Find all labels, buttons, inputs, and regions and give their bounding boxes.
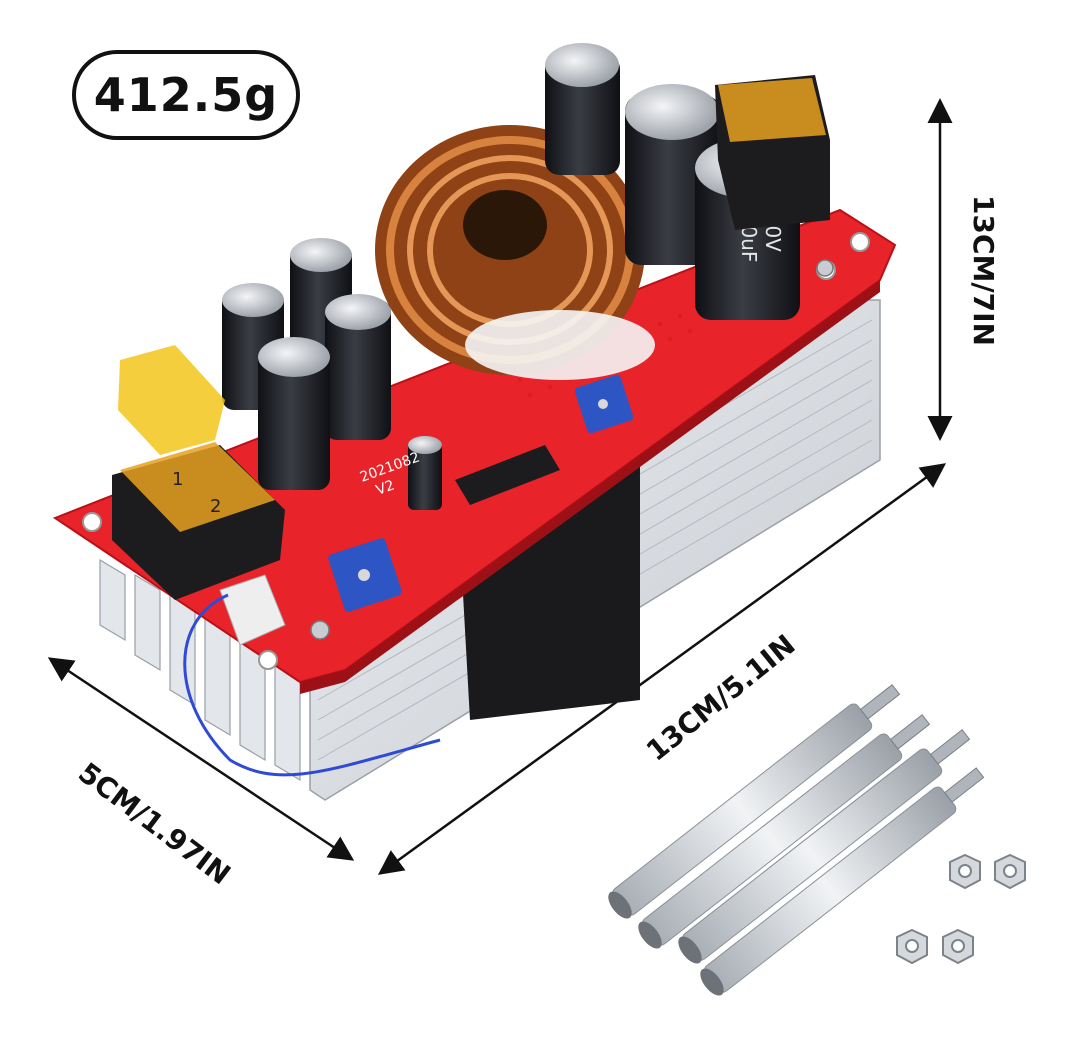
controller-chip <box>455 445 560 505</box>
svg-text:1: 1 <box>172 469 183 490</box>
length-arrow <box>377 463 947 875</box>
output-terminal <box>715 75 830 230</box>
trimmer-potentiometer <box>328 374 634 612</box>
standoffs <box>608 684 985 996</box>
weight-label: 412.5g <box>93 68 279 122</box>
blue-fan-wire <box>183 593 441 777</box>
yellow-fuse-cover <box>118 345 225 455</box>
hex-nuts <box>896 853 1026 965</box>
input-terminal: 1 2 <box>112 442 285 600</box>
svg-text:2: 2 <box>210 496 221 517</box>
small-capacitors <box>222 238 442 510</box>
toroid-inductor <box>375 125 655 380</box>
white-connector <box>219 574 286 646</box>
width-arrow <box>47 657 355 861</box>
weight-badge: 412.5g <box>72 50 300 140</box>
height-dimension-label: 13CM/7IN <box>967 195 1000 346</box>
svg-text:V2: V2 <box>374 477 397 498</box>
